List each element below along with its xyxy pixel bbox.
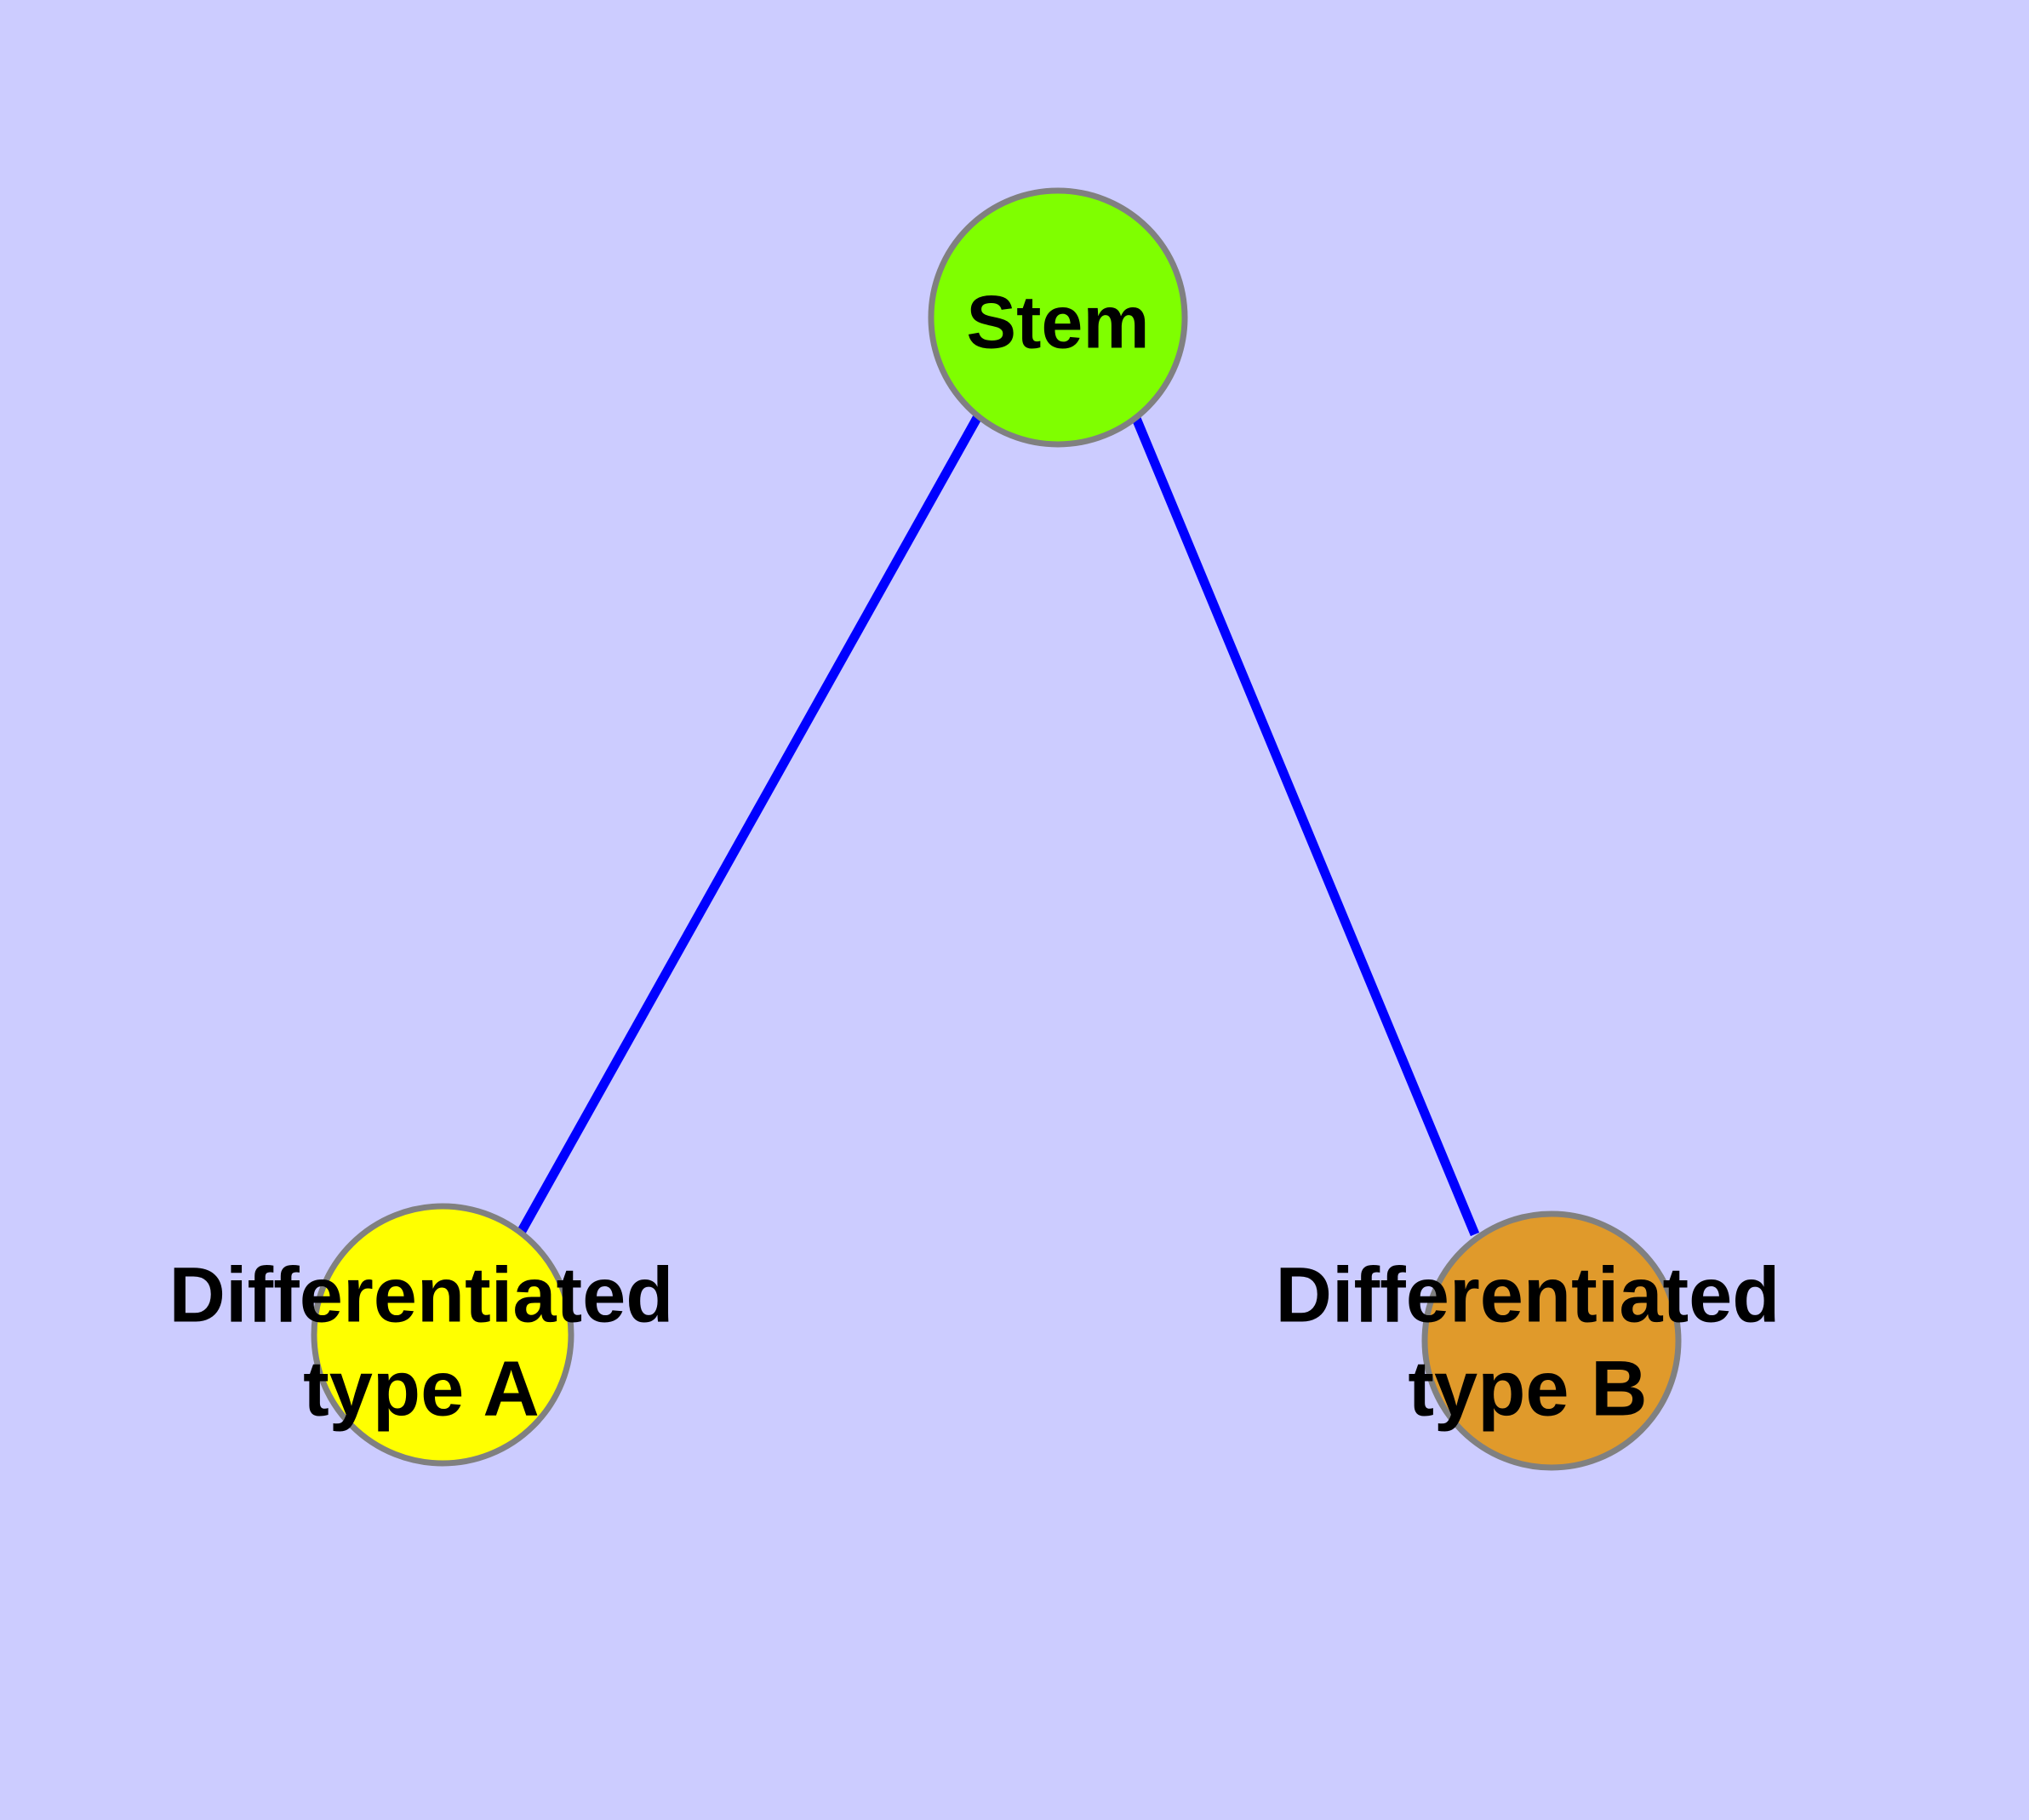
node-differentiated-type-b-circle[interactable] [1421, 1210, 1682, 1471]
node-differentiated-type-a[interactable]: Differentiated type A [169, 1203, 674, 1467]
node-stem[interactable]: Stem [928, 187, 1188, 448]
node-differentiated-type-a-label-line1: Differentiated [169, 1251, 674, 1338]
node-differentiated-type-b[interactable]: Differentiated type B [1276, 1210, 1780, 1471]
node-differentiated-type-b-label-line2: type B [1408, 1345, 1647, 1432]
node-differentiated-type-a-circle[interactable] [311, 1203, 574, 1467]
edge-layer [517, 414, 1480, 1237]
node-layer: Stem Differentiated type A Differentiate… [169, 187, 1780, 1471]
edge-stem-to-type-b [1130, 414, 1480, 1237]
edge-stem-to-type-a [517, 415, 981, 1233]
node-differentiated-type-a-label-line2: type A [303, 1345, 540, 1432]
node-differentiated-type-b-label-line1: Differentiated [1276, 1251, 1780, 1338]
node-stem-circle[interactable] [928, 187, 1188, 448]
node-stem-label: Stem [966, 279, 1149, 363]
